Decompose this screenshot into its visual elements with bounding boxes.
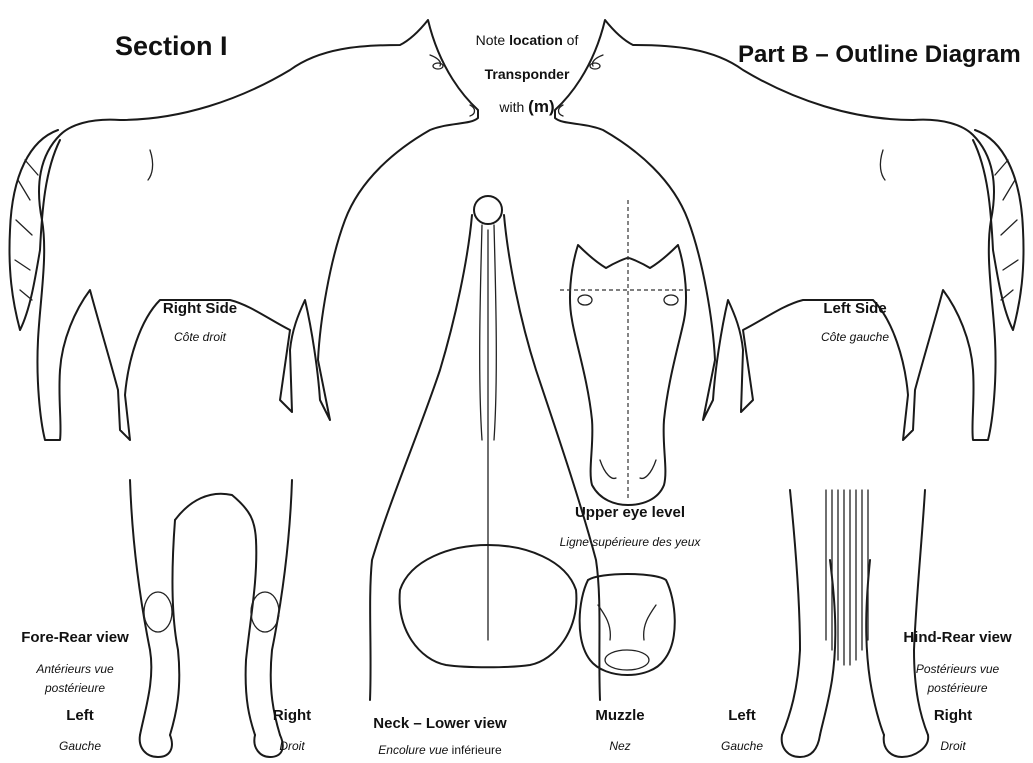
note-prefix: Note: [476, 32, 509, 48]
hind-rear-view-label-fr2: postérieure: [890, 681, 1025, 695]
muzzle-outline: [580, 574, 675, 675]
hind-left-label-fr: Gauche: [712, 739, 772, 753]
note-marker: (m): [528, 97, 554, 116]
fore-right-label-fr: Droit: [262, 739, 322, 753]
left-side-label-fr: Côte gauche: [800, 330, 910, 344]
hind-right-label: Right: [918, 707, 988, 724]
fore-left-label: Left: [50, 707, 110, 724]
neck-lower-view-outline: [370, 196, 600, 700]
right-side-label-fr: Côte droit: [150, 330, 250, 344]
fore-rear-view-label-fr1: Antérieurs vue: [10, 662, 140, 676]
horse-right-side-outline: [9, 20, 478, 440]
neck-fr-plain: inférieure: [448, 743, 501, 757]
hind-rear-view-label-fr1: Postérieurs vue: [890, 662, 1025, 676]
fore-rear-view-label: Fore-Rear view: [10, 629, 140, 646]
muzzle-label-fr: Nez: [580, 739, 660, 753]
muzzle-label: Muzzle: [580, 707, 660, 724]
head-front-view-outline: [560, 200, 690, 505]
hind-left-label: Left: [712, 707, 772, 724]
note-location: location: [509, 32, 563, 48]
left-side-label: Left Side: [800, 300, 910, 317]
transponder-note-line3: with (m): [452, 97, 602, 117]
hind-rear-view-label: Hind-Rear view: [890, 629, 1025, 646]
upper-eye-level-label-fr: Ligne supérieure des yeux: [535, 535, 725, 549]
neck-lower-view-label-fr: Encolure vue inférieure: [360, 743, 520, 757]
transponder-note-line1: Note location of: [452, 32, 602, 48]
hind-rear-legs-outline: [782, 490, 928, 757]
part-title: Part B – Outline Diagram: [738, 41, 1021, 69]
fore-rear-view-label-fr2: postérieure: [10, 681, 140, 695]
right-side-label: Right Side: [150, 300, 250, 317]
neck-fr-italic: Encolure vue: [378, 743, 448, 757]
transponder-note-line2: Transponder: [452, 66, 602, 82]
horse-left-side-outline: [555, 20, 1024, 440]
hind-right-label-fr: Droit: [918, 739, 988, 753]
note-suffix: of: [563, 32, 579, 48]
fore-right-label: Right: [262, 707, 322, 724]
fore-left-label-fr: Gauche: [50, 739, 110, 753]
upper-eye-level-label: Upper eye level: [540, 504, 720, 521]
neck-lower-view-label: Neck – Lower view: [360, 715, 520, 732]
note-with: with: [499, 99, 528, 115]
section-title: Section I: [115, 31, 228, 62]
